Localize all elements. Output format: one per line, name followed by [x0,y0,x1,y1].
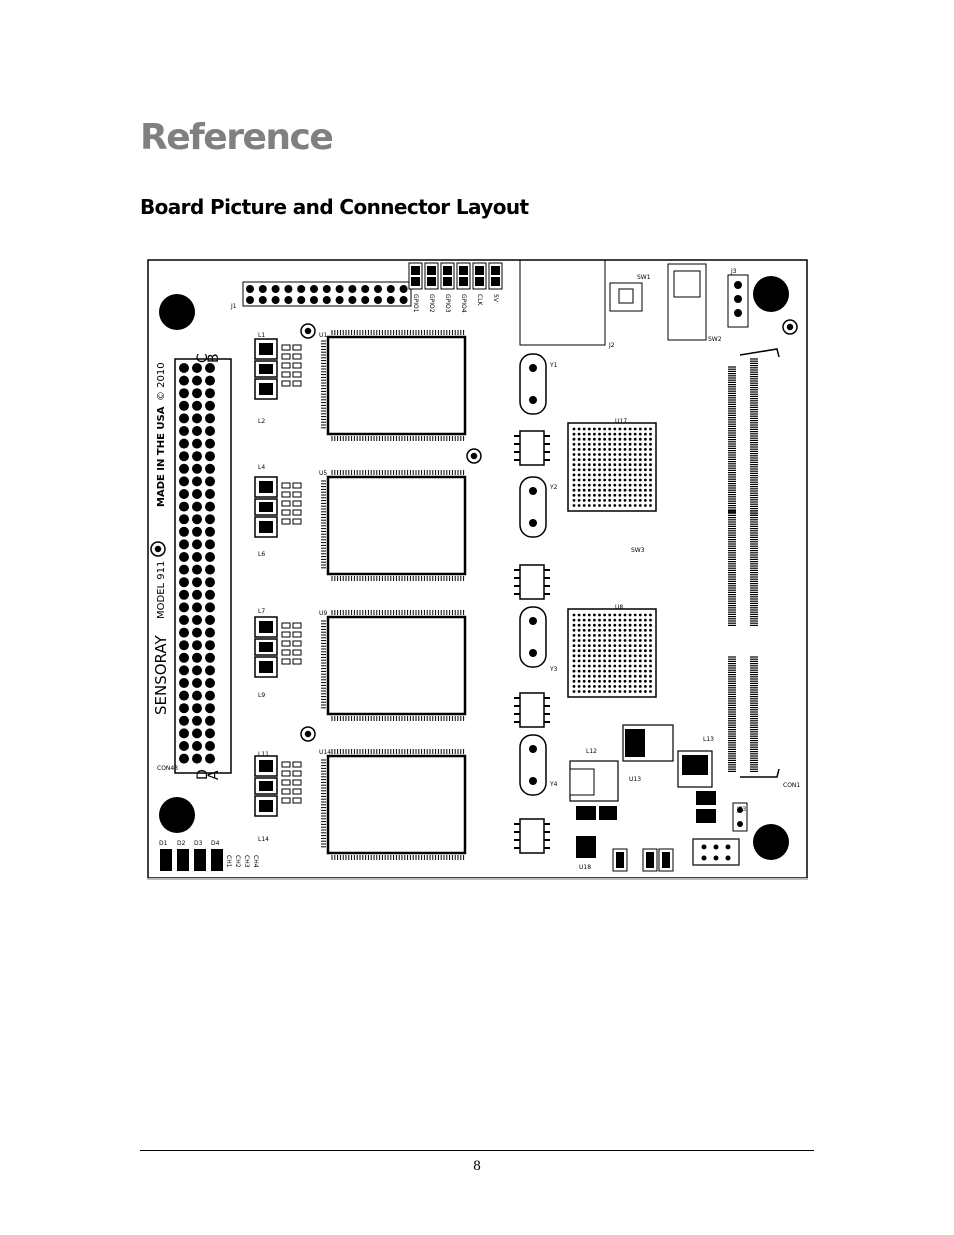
status-leds [160,849,223,871]
edge-pin-connector [174,358,232,774]
board-layout-figure: SENSORAY MODEL 911 MADE IN THE USA © 201… [147,259,808,880]
led-label: D1 [159,840,168,847]
switch-label: SW2 [708,336,722,343]
mounting-hole [753,824,789,860]
board-outline [147,259,808,879]
page-number: 8 [473,1158,481,1174]
gpio-jumper-block [408,262,503,290]
channel-label: CH1 [225,855,232,868]
inductor-label: L2 [258,418,265,425]
crystal-label: Y4 [549,781,558,788]
footer-rule [140,1150,814,1151]
crystal-oscillators [519,353,547,796]
origin-silkscreen: MADE IN THE USA [156,406,167,507]
channel-label: CH4 [252,855,259,868]
chip-label: U14 [319,749,331,756]
soic-ics [514,430,550,854]
jumper-label: J2 [608,342,615,349]
bga-processors [567,422,657,698]
inductor-label: L6 [258,551,265,558]
svg-text:JP3: JP3 [736,806,746,813]
connector-name: CON43 [157,765,178,772]
memory-chips [321,330,467,860]
corner-connector-name: CON1 [783,782,800,789]
gpio-label: GPIO2 [428,294,435,313]
svg-text:J1: J1 [230,303,237,310]
jumper-label: J3 [730,268,737,275]
edge-card-slots [728,348,780,778]
crystal-label: Y3 [549,666,558,673]
gpio-label: CLK [476,294,483,307]
chip-label: U1 [319,332,327,339]
switch-label: SW1 [637,274,651,281]
svg-text:L12: L12 [586,748,597,755]
svg-text:U13: U13 [629,776,641,783]
inductor-label: L9 [258,692,265,699]
brand-silkscreen: SENSORAY [152,635,170,715]
mounting-hole [753,276,789,312]
chip-label: U17 [615,418,627,425]
svg-text:U18: U18 [579,864,591,871]
crystal-label: Y2 [549,484,558,491]
row-label-d: D [195,769,211,780]
inductor-label: L4 [258,464,265,471]
chip-label: U8 [615,604,623,611]
passive-components [254,338,302,817]
top-pin-header [242,281,412,307]
top-connector-area [519,259,749,346]
chip-label: U9 [319,610,327,617]
switch-label: SW3 [631,547,645,554]
gpio-label: GPIO3 [444,294,451,313]
chip-label: U5 [319,470,327,477]
mounting-hole [159,797,195,833]
power-section [569,724,748,872]
svg-text:L13: L13 [703,736,714,743]
gpio-label: GPIO1 [412,294,419,313]
led-label: D2 [177,840,186,847]
inductor-label: L11 [258,751,269,758]
page-title: Reference [140,117,334,158]
mounting-hole [159,294,195,330]
row-label-a: A [206,770,222,780]
row-label-b: B [206,353,222,363]
copyright-silkscreen: © 2010 [156,362,167,401]
led-label: D4 [211,840,220,847]
inductor-label: L14 [258,836,269,843]
channel-label: CH2 [234,855,241,868]
channel-label: CH3 [243,855,250,868]
row-label-c: C [195,353,211,363]
gpio-label: 5V [492,294,499,303]
model-silkscreen: MODEL 911 [156,561,167,619]
section-heading: Board Picture and Connector Layout [140,195,529,219]
inductor-label: L7 [258,608,265,615]
inductor-label: L1 [258,332,265,339]
gpio-label: GPIO4 [460,294,467,313]
led-label: D3 [194,840,203,847]
crystal-label: Y1 [549,362,558,369]
